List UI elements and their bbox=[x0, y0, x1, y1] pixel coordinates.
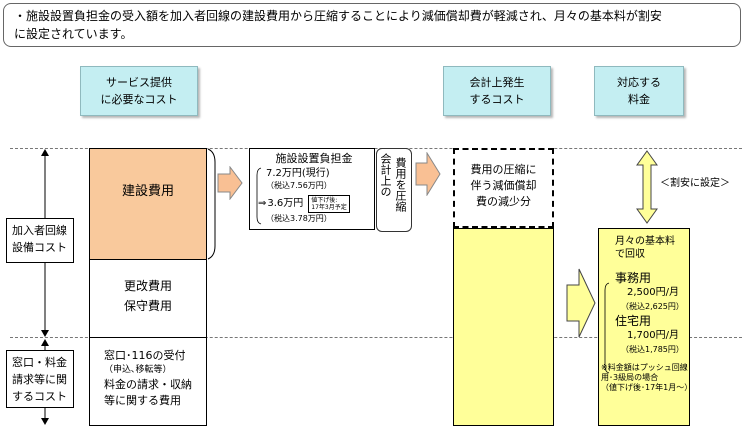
bracket-prices bbox=[604, 282, 610, 374]
vertical-text-compression: 費用を圧縮 bbox=[394, 157, 407, 212]
monthly-footnote: ※料金額はプッシュ回線 用･3級局の場合 （値下げ後･17年1月～） bbox=[601, 363, 693, 392]
label-subscriber-line-cost: 加入者回線 設備コスト bbox=[6, 218, 74, 263]
box-installation-fee: 施設設置負担金 7.2万円(現行) （税込7.56万円） ⇒ 3.6万円 値下げ… bbox=[249, 148, 375, 230]
box-accounting-cost-yellow bbox=[453, 228, 554, 426]
block-arrow-right-icon bbox=[415, 152, 441, 196]
counter-sub: （申込､移転等） bbox=[104, 365, 172, 375]
header-charge: 対応する 料金 bbox=[594, 66, 684, 116]
fee-current: 7.2万円(現行) bbox=[266, 168, 330, 179]
header-service-cost: サービス提供 に必要なコスト bbox=[80, 66, 198, 116]
box-counter-costs: 窓口･116の受付 （申込､移転等） 料金の請求・収納 等に関する費用 bbox=[89, 337, 207, 426]
office-label: 事務用 bbox=[615, 271, 652, 285]
dashed-line-middle bbox=[10, 337, 742, 338]
office-price: 2,500円/月 bbox=[627, 287, 679, 298]
fee-new-tax: （税込3.78万円） bbox=[266, 214, 332, 223]
monthly-title: 月々の基本料 で回収 bbox=[615, 236, 675, 260]
fee-new: 3.6万円 bbox=[267, 198, 304, 209]
dashed-line-top bbox=[10, 148, 742, 149]
box-monthly-basic-fee: 月々の基本料 で回収 事務用 2,500円/月 （税込2,625円） 住宅用 1… bbox=[598, 228, 693, 426]
box-construction-cost: 建設費用 bbox=[89, 148, 207, 260]
label-counter-cost: 窓口・料金 請求等に関 するコスト bbox=[6, 350, 74, 408]
vertical-text-accounting: 会計上の bbox=[379, 153, 392, 197]
vertical-label-accounting: 会計上の 費用を圧縮 bbox=[376, 148, 412, 232]
fee-arrow-glyph: ⇒ bbox=[258, 198, 267, 209]
block-arrow-right-icon bbox=[566, 268, 596, 338]
block-arrow-right-icon bbox=[217, 166, 243, 200]
fee-title: 施設設置負担金 bbox=[275, 152, 353, 165]
fee-current-tax: （税込7.56万円） bbox=[266, 181, 332, 190]
double-vertical-arrow-icon bbox=[636, 150, 658, 224]
counter-title: 窓口･116の受付 bbox=[104, 349, 186, 362]
home-price: 1,700円/月 bbox=[627, 330, 679, 341]
office-tax: （税込2,625円） bbox=[621, 302, 684, 311]
fee-new-note: 値下げ後: 17年3月予定 bbox=[308, 195, 350, 213]
box-depreciation-reduction: 費用の圧縮に 伴う減価償却 費の減少分 bbox=[453, 148, 554, 228]
header-accounting-cost: 会計上発生 するコスト bbox=[443, 66, 551, 116]
home-label: 住宅用 bbox=[615, 314, 652, 328]
bracket-construction bbox=[207, 148, 216, 260]
home-tax: （税込1,785円） bbox=[621, 345, 684, 354]
bracket-fee-left bbox=[256, 167, 262, 225]
construction-cost-label: 建設費用 bbox=[121, 183, 174, 199]
monthly-prices: 事務用 2,500円/月 （税込2,625円） 住宅用 1,700円/月 （税込… bbox=[605, 271, 689, 357]
discount-label: ＜割安に設定＞ bbox=[660, 178, 730, 189]
box-renewal-maintenance: 更改費用 保守費用 bbox=[89, 259, 207, 338]
explanation-note: ・施設設置負担金の受入額を加入者回線の建設費用から圧縮することにより減価償却費が… bbox=[3, 3, 741, 47]
counter-body: 料金の請求・収納 等に関する費用 bbox=[104, 378, 192, 407]
